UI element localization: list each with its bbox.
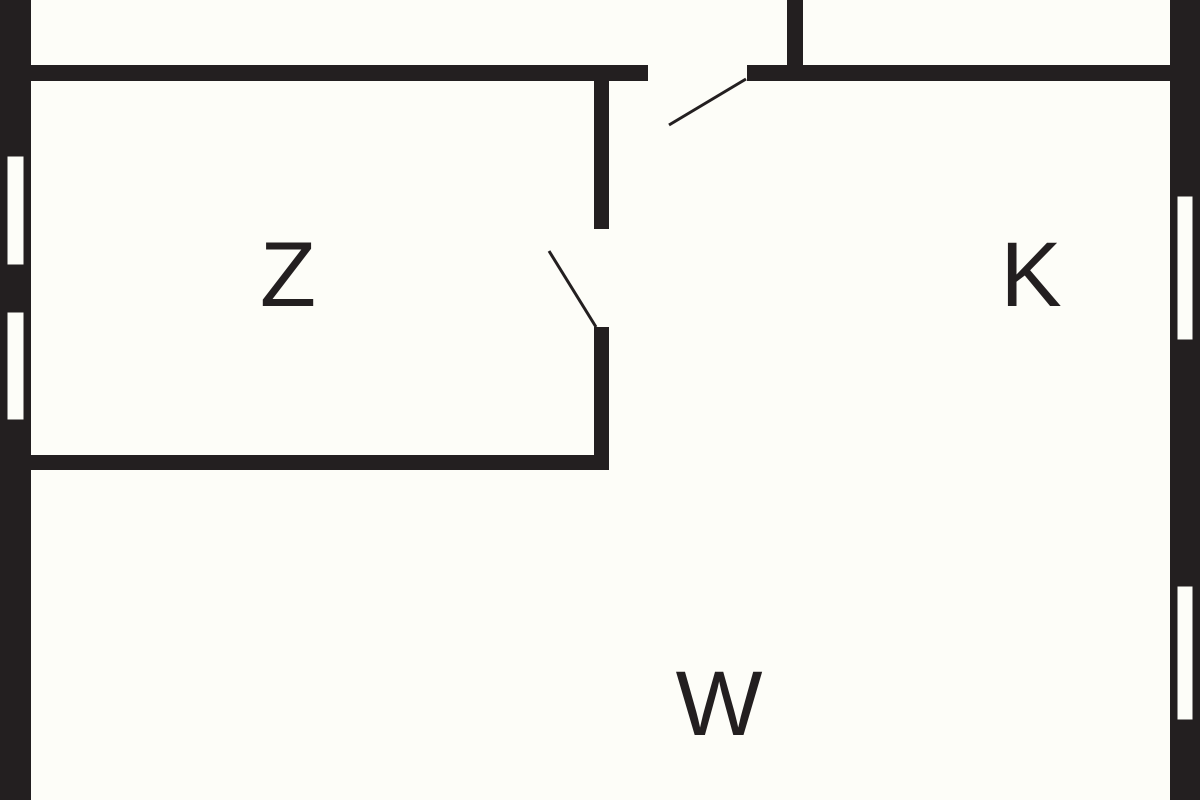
room-label-k: K (1000, 224, 1061, 326)
top-partition-wall (787, 0, 803, 70)
room-z-wall-lower (594, 327, 609, 470)
room-label-w: W (676, 653, 763, 755)
window-right-upper (1176, 195, 1194, 341)
room-z-bottom-wall (30, 455, 609, 470)
entrance-door-swing (668, 77, 747, 127)
room-z-door-swing (547, 250, 598, 328)
room-label-z: Z (260, 224, 316, 326)
room-z-wall-upper (594, 78, 609, 229)
window-left-upper (6, 155, 25, 266)
window-left-lower (6, 311, 25, 421)
top-wall-right (747, 65, 1170, 81)
window-right-lower (1176, 585, 1194, 721)
top-wall-left (30, 65, 648, 81)
